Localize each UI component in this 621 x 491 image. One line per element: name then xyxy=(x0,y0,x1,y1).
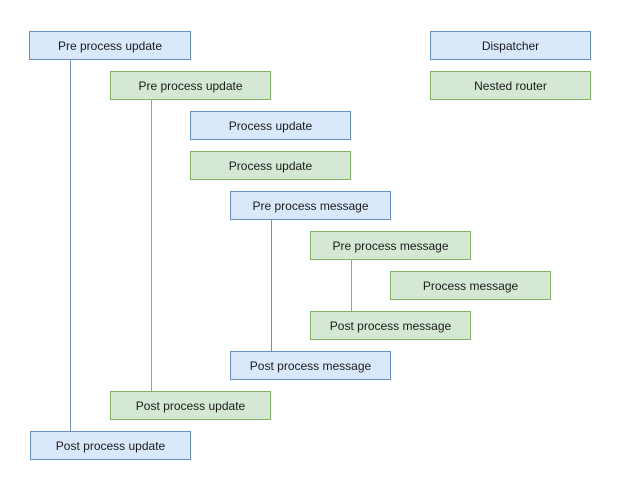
flow-node[interactable]: Process update xyxy=(190,151,351,180)
flow-node-label: Post process message xyxy=(329,318,452,333)
flow-node[interactable]: Post process message xyxy=(310,311,471,340)
legend-item-label: Nested router xyxy=(474,78,547,93)
flow-node[interactable]: Post process update xyxy=(30,431,191,460)
flow-node[interactable]: Pre process update xyxy=(110,71,271,100)
connector-line xyxy=(151,100,152,391)
flow-node[interactable]: Pre process message xyxy=(230,191,391,220)
flow-node[interactable]: Post process message xyxy=(230,351,391,380)
flow-node-label: Pre process update xyxy=(57,38,163,53)
flow-node-label: Pre process message xyxy=(332,238,449,253)
flow-node[interactable]: Post process update xyxy=(110,391,271,420)
flow-node-label: Pre process message xyxy=(252,198,369,213)
flow-node-label: Post process update xyxy=(55,438,166,453)
flow-node[interactable]: Process update xyxy=(190,111,351,140)
legend-item-green[interactable]: Nested router xyxy=(430,71,591,100)
flow-node-label: Pre process update xyxy=(138,78,243,93)
flow-node-label: Process update xyxy=(228,158,313,173)
connector-line xyxy=(70,60,71,431)
connector-line xyxy=(271,220,272,351)
flow-node[interactable]: Pre process message xyxy=(310,231,471,260)
legend-item-blue[interactable]: Dispatcher xyxy=(430,31,591,60)
flow-node-label: Process update xyxy=(228,118,313,133)
connector-line xyxy=(351,260,352,311)
legend-item-label: Dispatcher xyxy=(481,38,540,53)
flow-node-label: Process message xyxy=(422,278,519,293)
flow-node-label: Post process message xyxy=(249,358,372,373)
flow-node[interactable]: Pre process update xyxy=(29,31,191,60)
flow-node[interactable]: Process message xyxy=(390,271,551,300)
flow-node-label: Post process update xyxy=(135,398,246,413)
